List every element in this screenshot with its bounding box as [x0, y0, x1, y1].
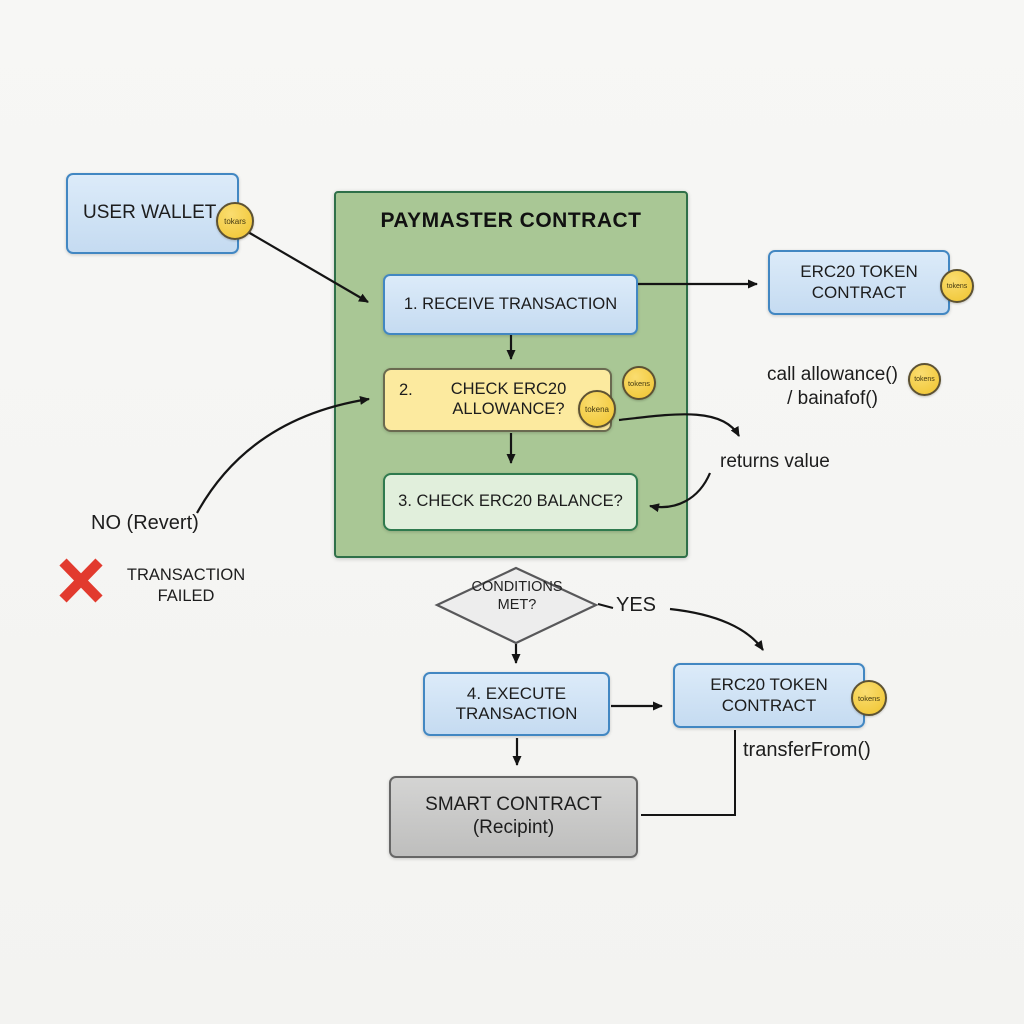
paymaster-title: PAYMASTER CONTRACT: [380, 209, 642, 232]
smart-contract-line2: (Recipint): [472, 817, 555, 838]
line-diamond-to-yes: [597, 603, 614, 609]
coin-label: tokens: [857, 693, 881, 703]
node-erc20-contract-top: ERC20 TOKEN CONTRACT: [768, 250, 950, 315]
coin-label: tokars: [224, 216, 246, 226]
label-transfer-from: transferFrom(): [743, 739, 871, 761]
label-no-revert: NO (Revert): [91, 512, 199, 534]
transaction-failed-line2: FAILED: [157, 586, 215, 605]
conditions-line1: CONDITIONS: [471, 579, 563, 595]
node-erc20-contract-bottom: ERC20 TOKEN CONTRACT: [673, 663, 865, 728]
erc20-top-line1: ERC20 TOKEN: [800, 262, 918, 282]
execute-transaction-line2: TRANSACTION: [455, 704, 578, 723]
call-functions-line2: / bainafof(): [787, 387, 878, 409]
arrow-yes-to-erc20-bottom: [669, 607, 764, 651]
coin-label: tokens: [914, 376, 935, 383]
node-receive-transaction: 1. RECEIVE TRANSACTION: [383, 274, 638, 335]
user-wallet-token-coin: tokars: [216, 202, 254, 240]
erc20-top-token-coin: tokens: [940, 269, 974, 303]
check-allowance-line1: CHECK ERC20: [450, 380, 567, 399]
erc20-bottom-token-coin: tokens: [851, 680, 887, 716]
conditions-line2: MET?: [497, 597, 537, 614]
label-transaction-failed: TRANSACTION FAILED: [116, 565, 256, 606]
step2-number: 2.: [399, 381, 413, 399]
erc20-top-line2: CONTRACT: [811, 282, 907, 302]
node-user-wallet: USER WALLET: [66, 173, 239, 254]
call-functions-line1: call allowance(): [767, 364, 898, 385]
allowance-edge-token-coin: tokena: [578, 390, 616, 428]
label-call-functions: call allowance() / bainafof(): [740, 363, 925, 411]
user-wallet-label: USER WALLET: [83, 202, 217, 224]
check-balance-label: 3. CHECK ERC20 BALANCE?: [398, 492, 623, 511]
coin-label: tokens: [946, 282, 968, 290]
node-check-allowance: 2. CHECK ERC20 ALLOWANCE?: [383, 368, 612, 432]
node-execute-transaction: 4. EXECUTE TRANSACTION: [423, 672, 610, 736]
receive-transaction-label: 1. RECEIVE TRANSACTION: [403, 294, 618, 313]
coin-label: tokens: [627, 378, 651, 388]
erc20-bottom-line2: CONTRACT: [721, 695, 817, 715]
smart-contract-line1: SMART CONTRACT: [425, 794, 602, 816]
check-allowance-line2: ALLOWANCE?: [452, 400, 565, 418]
label-yes: YES: [616, 594, 657, 616]
node-smart-contract: SMART CONTRACT (Recipint): [389, 776, 638, 858]
line-erc20-bottom-to-smart-contract: [641, 730, 736, 816]
label-returns-value: returns value: [720, 451, 830, 472]
allowance-outer-token-coin: tokens: [622, 366, 656, 400]
coin-label: tokena: [584, 404, 610, 414]
failed-x-icon: [59, 558, 103, 603]
conditions-diamond-text: CONDITIONS MET?: [438, 578, 596, 614]
execute-transaction-line1: 4. EXECUTE: [466, 683, 567, 703]
call-functions-token-coin: tokens: [908, 363, 941, 396]
node-check-balance: 3. CHECK ERC20 BALANCE?: [383, 473, 638, 531]
erc20-bottom-line1: ERC20 TOKEN: [710, 675, 828, 695]
transaction-failed-line1: TRANSACTION: [126, 566, 246, 584]
